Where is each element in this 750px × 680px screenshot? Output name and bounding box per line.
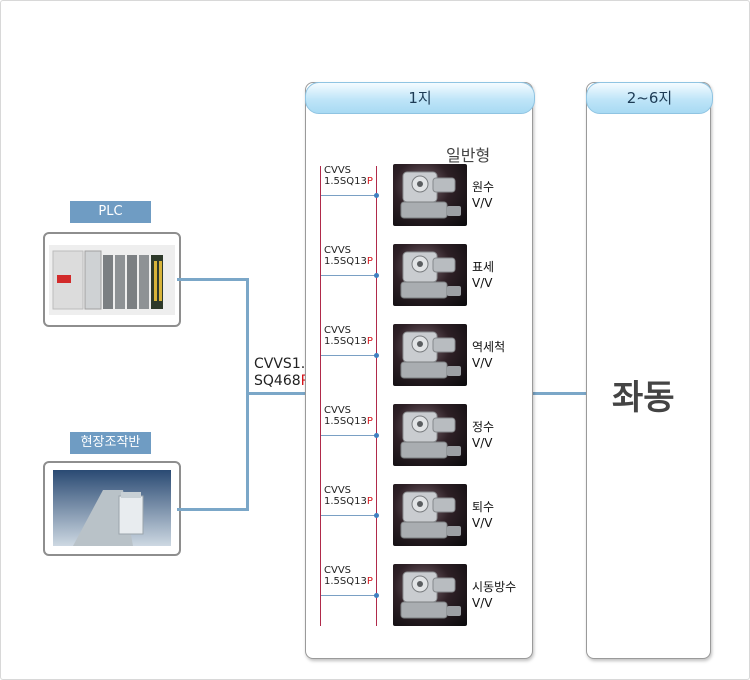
branch-cable-line1: CVVS [324,245,352,256]
actuator-drawing [400,171,461,219]
branch-cable-mark: P [366,416,373,427]
valve-actuator-image [393,164,467,226]
junction-dot [374,353,379,358]
junction-dot [374,513,379,518]
branch-cable-mark: P [366,336,373,347]
panel-link-wire [532,392,587,395]
valve-actuator-image [393,404,467,466]
branch-cable-line1: CVVS [324,325,352,336]
branch-cable-mark: P [366,256,373,267]
plc-tag: PLC [70,201,151,223]
main-wire-to-panel [246,392,306,395]
branch-line [321,195,377,196]
valve-label: 표세 V/V [472,259,494,291]
valve-name: 원수 [472,180,495,194]
branch-cable-line2: 1.5SQ13P [324,176,373,187]
basin-1-title: 1지 [305,82,535,114]
valve-name: 시동방수 [472,580,517,594]
branch-line [321,355,377,356]
cable-bus-right [376,166,377,626]
valve-label: 원수 V/V [472,179,494,211]
valve-label: 정수 V/V [472,419,494,451]
valve-type: V/V [472,276,493,290]
branch-cable-line2: 1.5SQ13P [324,336,373,347]
branch-cable-mark: P [366,496,373,507]
valve-type: V/V [472,436,493,450]
junction-dot [374,273,379,278]
branch-line [321,515,377,516]
actuator-drawing [400,571,461,619]
main-cable-label: CVVS1.5 SQ468P [254,356,314,390]
main-cable-line1: CVVS1.5 [254,356,315,372]
branch-cable-mark: P [366,176,373,187]
branch-line [321,275,377,276]
valve-name: 정수 [472,420,495,434]
branch-cable-line2: 1.5SQ13P [324,256,373,267]
valve-type: V/V [472,596,493,610]
plc-wire-horizontal [177,278,248,281]
junction-dot [374,433,379,438]
branch-cable-line1: CVVS [324,165,352,176]
actuator-drawing [400,251,461,299]
junction-dot [374,193,379,198]
actuator-drawing [400,331,461,379]
valve-actuator-image [393,564,467,626]
valve-name: 역세척 [472,340,506,354]
same-as-left-label: 좌동 [612,378,675,418]
valve-name: 퇴수 [472,500,495,514]
plc-device [43,232,181,327]
valve-actuator-image [393,244,467,306]
cable-bus-left [320,166,321,626]
main-cable-mark: P [301,373,309,389]
branch-cable-line1: CVVS [324,565,352,576]
junction-dot [374,593,379,598]
branch-cable-mark: P [366,576,373,587]
basin-1-subtitle: 일반형 [446,146,491,165]
branch-cable-line1: CVVS [324,485,352,496]
valve-actuator-image [393,484,467,546]
main-cable-line2: SQ468P [254,373,314,390]
valve-name: 표세 [472,260,495,274]
valve-label: 시동방수 V/V [472,579,516,611]
field-panel-device [43,461,181,556]
branch-cable-line2: 1.5SQ13P [324,416,373,427]
valve-type: V/V [472,356,493,370]
actuator-drawing [400,491,461,539]
actuator-drawing [400,411,461,459]
basin-2-6-panel: 2~6지 [586,82,713,659]
valve-label: 역세척 V/V [472,339,505,371]
valve-actuator-image [393,324,467,386]
valve-type: V/V [472,516,493,530]
field-wire-horizontal [177,508,248,511]
field-panel-image [53,470,171,546]
branch-line [321,595,377,596]
branch-line [321,435,377,436]
branch-cable-line2: 1.5SQ13P [324,576,373,587]
branch-cable-line2: 1.5SQ13P [324,496,373,507]
field-panel-tag: 현장조작반 [70,432,151,454]
plc-image [49,245,175,315]
basin-2-6-title: 2~6지 [586,82,713,114]
branch-cable-line1: CVVS [324,405,352,416]
valve-type: V/V [472,196,493,210]
valve-label: 퇴수 V/V [472,499,494,531]
